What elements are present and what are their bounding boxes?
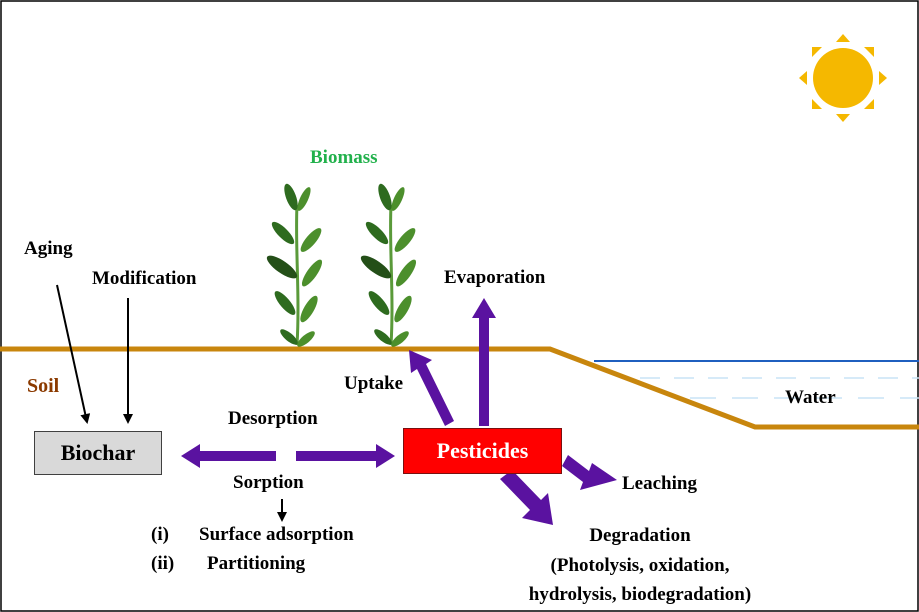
degradation-arrow	[500, 470, 553, 525]
plant-icon	[266, 183, 323, 347]
evaporation-label: Evaporation	[444, 267, 546, 288]
degradation-detail: (Photolysis, oxidation,	[550, 555, 730, 576]
sorption-item-text: Surface adsorption	[199, 524, 354, 545]
desorption-arrow	[181, 444, 276, 468]
evaporation-arrow	[472, 298, 496, 426]
soil-label: Soil	[27, 375, 60, 397]
aging-arrow	[56, 284, 91, 424]
desorption-label: Desorption	[228, 408, 318, 429]
sun-icon	[799, 34, 887, 122]
modification-label: Modification	[92, 268, 197, 289]
uptake-label: Uptake	[344, 373, 404, 394]
sorption-arrow	[296, 444, 395, 468]
degradation-detail: hydrolysis, biodegradation)	[528, 584, 752, 605]
aging-label: Aging	[24, 238, 73, 259]
sorption-item-number: (ii)	[151, 553, 175, 574]
biomass-label: Biomass	[310, 147, 378, 168]
sorption-label: Sorption	[233, 472, 304, 493]
water-label: Water	[785, 387, 836, 408]
leaching-arrow	[562, 455, 617, 490]
biochar-box: Biochar	[34, 431, 162, 475]
pesticides-box: Pesticides	[403, 428, 562, 474]
soil-ground-line	[0, 346, 919, 430]
uptake-arrow	[409, 350, 454, 426]
leaching-label: Leaching	[622, 473, 697, 494]
sorption-item-text: Partitioning	[207, 553, 306, 574]
degradation-title: Degradation	[589, 525, 691, 546]
sorption-item-number: (i)	[151, 524, 169, 545]
plant-icon	[360, 183, 417, 347]
